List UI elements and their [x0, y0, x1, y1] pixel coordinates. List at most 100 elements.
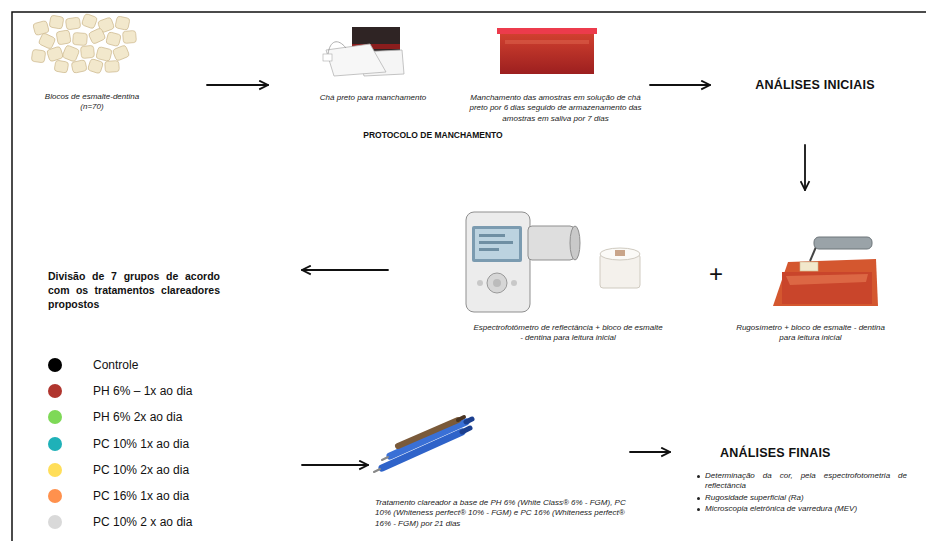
spectrophotometer-photo: [528, 226, 574, 260]
legend-entry: PC 10% 2x ao dia: [48, 457, 192, 483]
profilometer-photo: [773, 259, 878, 306]
staining-container-photo: [505, 40, 589, 44]
spectrophotometer-photo: [493, 279, 501, 287]
legend-swatch: [48, 358, 62, 372]
legend-entry: PH 6% 2x ao dia: [48, 404, 192, 430]
legend-swatch: [48, 463, 62, 477]
stage-group: Blocos de esmalte-dentina (n=70): [22, 20, 207, 117]
bleaching-syringes-photo: [462, 428, 470, 432]
enamel-blocks-photo: [56, 30, 71, 45]
enamel-blocks-photo: [73, 32, 88, 45]
spectrophotometer-photo: [511, 280, 517, 286]
enamel-blocks-photo: [49, 15, 64, 29]
legend-entry: PC 16% 1x ao dia: [48, 483, 192, 509]
sample-holder-photo: [615, 250, 625, 256]
enamel-blocks-photo: [33, 20, 50, 35]
profilometer-photo: [782, 272, 872, 304]
enamel-blocks-photo: [46, 46, 63, 62]
legend-entry: PC 10% 1x ao dia: [48, 431, 192, 457]
legend-text: PC 10% 2 x ao dia: [93, 515, 192, 529]
caption-text: Tratamento clareador a base de PH 6% (Wh…: [375, 498, 627, 529]
caption-text: Chá preto para manchamento: [318, 93, 428, 103]
legend-text: Controle: [93, 358, 138, 372]
enamel-blocks-photo: [87, 58, 103, 73]
bullet-item: Microscopia eletrônica de varredura (MEV…: [695, 504, 907, 514]
black-tea-photo: [328, 42, 346, 54]
enamel-blocks-photo: [112, 45, 129, 61]
bleaching-syringes-photo: [398, 420, 458, 446]
flow-arrow: [630, 451, 670, 453]
caption-text: Blocos de esmalte-dentina (n=70): [37, 92, 147, 113]
profilometer-photo: [773, 237, 878, 306]
legend-swatch: [48, 489, 62, 503]
enamel-blocks-photo: [115, 16, 130, 30]
enamel-blocks-photo: [96, 46, 112, 61]
stage-group: Chá preto para manchamento Manchamento da…: [268, 20, 650, 145]
enamel-blocks-photo: [80, 45, 94, 58]
enamel-blocks-photo: [62, 45, 80, 62]
enamel-blocks-photo: [71, 60, 87, 74]
flow-arrow: [302, 269, 388, 271]
staining-container-photo: [497, 28, 597, 34]
flow-arrow: [302, 464, 368, 466]
profilometer-photo: [786, 274, 868, 285]
stage-group: ANÁLISES INICIAIS: [710, 70, 920, 145]
stage-group: ANÁLISES FINAIS Determinação da cor, pela…: [670, 440, 910, 520]
spectrophotometer-photo: [477, 280, 483, 286]
legend-text: PC 10% 1x ao dia: [93, 437, 189, 451]
spectrophotometer-photo: [479, 234, 505, 237]
staining-container-photo: [500, 34, 594, 74]
caption-text: Rugosímetro + bloco de esmalte - dentina…: [728, 323, 893, 344]
bleaching-syringes-photo: [390, 422, 466, 456]
profilometer-photo: [810, 247, 816, 261]
bleaching-syringes-photo: [382, 457, 388, 460]
legend-entry: Controle: [48, 352, 192, 378]
spectrophotometer-photo: [479, 241, 513, 244]
profilometer-photo: [800, 262, 818, 271]
frame-border: [12, 12, 926, 541]
flow-arrow: [650, 84, 710, 86]
enamel-blocks-photo: [122, 30, 136, 43]
bullet-item: Determinação da cor, pela espectrofotome…: [695, 471, 907, 492]
plus-sign: +: [706, 262, 726, 286]
legend-entry: PC 10% 2 x ao dia: [48, 509, 192, 535]
enamel-blocks-photo: [105, 61, 120, 73]
flow-arrow: [207, 84, 268, 86]
black-tea-photo: [323, 54, 332, 61]
stage-heading: Divisão de 7 grupos de acordo com os tra…: [48, 270, 220, 312]
stage-group: Espectrofotômetro de reflectância + bloc…: [388, 190, 903, 348]
bullet-item: Rugosidade superficial (Ra): [695, 493, 907, 503]
flow-arrow: [804, 145, 806, 190]
spectrophotometer-photo: [472, 226, 522, 262]
legend-entry: PH 6% – 1x ao dia: [48, 378, 192, 404]
group-heading: PROTOCOLO DE MANCHAMENTO: [358, 130, 508, 140]
profilometer-photo: [814, 237, 872, 249]
spectrophotometer-photo: [466, 212, 530, 312]
bleaching-syringes-photo: [466, 419, 472, 422]
stage-heading: ANÁLISES FINAIS: [720, 446, 890, 461]
enamel-blocks-photo: [65, 17, 80, 30]
legend-swatch: [48, 515, 62, 529]
caption-text: Manchamento das amostras em solução de c…: [468, 93, 643, 124]
spectrophotometer-photo: [479, 248, 499, 251]
legend-text: PC 10% 2x ao dia: [93, 463, 189, 477]
legend-text: PC 16% 1x ao dia: [93, 489, 189, 503]
spectrophotometer-photo: [466, 212, 580, 312]
enamel-blocks-photo: [31, 49, 46, 63]
caption-text: Espectrofotômetro de reflectância + bloc…: [473, 323, 663, 344]
spectrophotometer-photo: [570, 226, 580, 260]
staining-container-photo: [497, 28, 597, 74]
legend-swatch: [48, 410, 62, 424]
spectrophotometer-photo: [487, 273, 507, 293]
stage-group: Tratamento clareador a base de PH 6% (Wh…: [368, 410, 630, 534]
sample-holder-photo: [600, 248, 640, 260]
legend-text: PH 6% 2x ao dia: [93, 410, 182, 424]
enamel-blocks-photo: [38, 33, 56, 50]
enamel-blocks-photo: [31, 13, 136, 74]
bleaching-syringes-photo: [374, 469, 380, 472]
legend-swatch: [48, 384, 62, 398]
enamel-blocks-photo: [81, 13, 97, 29]
black-tea-photo: [326, 44, 386, 76]
frame-border: [12, 12, 926, 541]
